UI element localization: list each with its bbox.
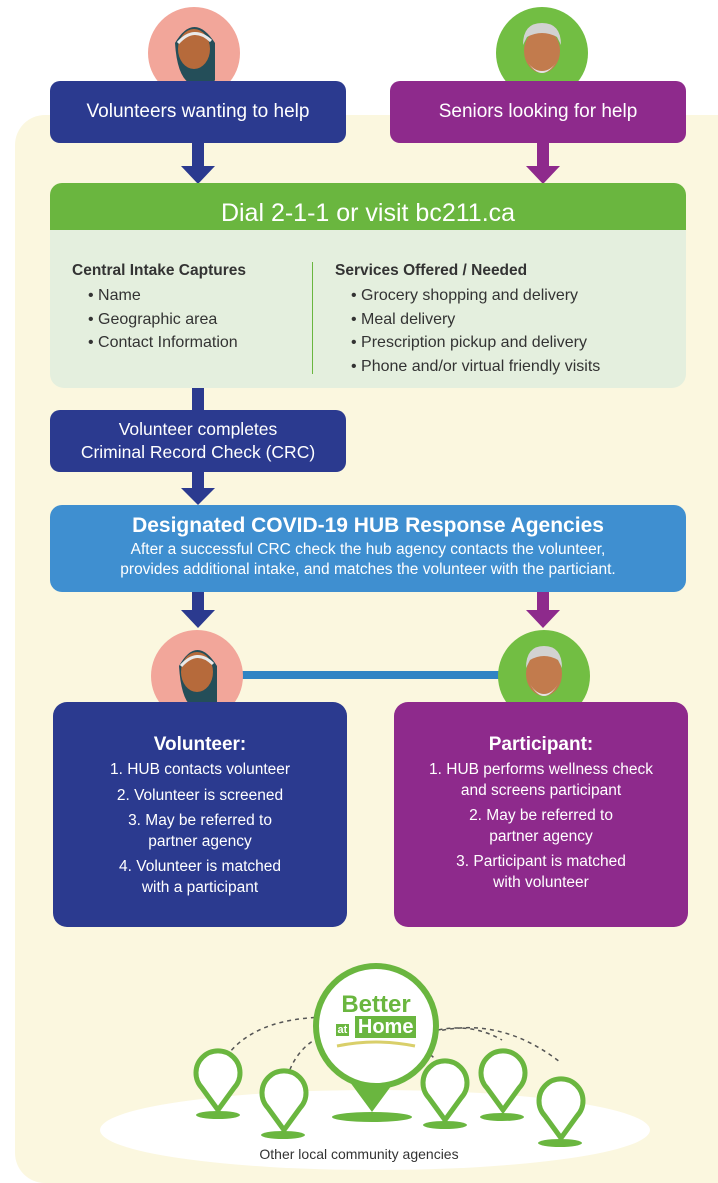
crc-box: Volunteer completes Criminal Record Chec… <box>50 410 346 472</box>
participant-card-title: Participant: <box>488 734 594 755</box>
list-item: Geographic area <box>88 308 312 332</box>
list-item: Grocery shopping and delivery <box>351 284 680 308</box>
volunteer-step: 4. Volunteer is matched <box>119 858 281 875</box>
logo-line-2: at <box>335 1024 350 1036</box>
location-pin-icon <box>420 1058 470 1125</box>
seniors-label: Seniors looking for help <box>438 101 638 122</box>
participant-step: 2. May be referred to <box>469 807 613 824</box>
volunteers-box: Volunteers wanting to help <box>50 81 346 143</box>
logo-line-1: Better <box>341 991 411 1018</box>
logo-line-3: Home <box>354 1016 417 1038</box>
services-column: Services Offered / Needed Grocery shoppi… <box>335 262 680 378</box>
hub-title: Designated COVID-19 HUB Response Agencie… <box>132 514 604 537</box>
volunteer-step: 1. HUB contacts volunteer <box>109 761 291 778</box>
list-item: Name <box>88 284 312 308</box>
volunteers-label: Volunteers wanting to help <box>86 101 310 122</box>
location-pin-icon <box>259 1068 309 1135</box>
list-item: Phone and/or virtual friendly visits <box>351 355 680 379</box>
logo-swoosh-icon <box>336 1040 416 1048</box>
volunteer-step: 3. May be referred to <box>128 812 272 829</box>
senior-avatar-icon <box>498 630 590 724</box>
services-list: Grocery shopping and delivery Meal deliv… <box>335 284 680 378</box>
agencies-caption: Other local community agencies <box>259 1146 459 1162</box>
hub-line-2: provides additional intake, and matches … <box>120 561 616 578</box>
central-intake-title: Central Intake Captures <box>72 262 246 279</box>
list-item: Prescription pickup and delivery <box>351 331 680 355</box>
intake-list: Name Geographic area Contact Information <box>72 284 312 355</box>
volunteer-step: 2. Volunteer is screened <box>116 786 284 804</box>
participant-step: and screens participant <box>460 781 622 799</box>
participant-step: with volunteer <box>493 873 589 891</box>
services-title: Services Offered / Needed <box>335 262 528 279</box>
volunteer-step: partner agency <box>148 832 252 850</box>
participant-step: partner agency <box>489 827 593 845</box>
volunteer-card-title: Volunteer: <box>153 734 247 755</box>
hub-agencies-box: Designated COVID-19 HUB Response Agencie… <box>50 505 686 592</box>
location-pin-icon <box>536 1076 586 1143</box>
location-pin-icon <box>193 1048 243 1115</box>
list-item: Meal delivery <box>351 308 680 332</box>
location-pin-icon <box>478 1048 528 1115</box>
hub-line-1: After a successful CRC check the hub age… <box>130 541 606 558</box>
dial-text: Dial 2-1-1 or visit bc211.ca <box>220 198 516 227</box>
column-divider <box>312 262 313 374</box>
participant-step: 3. Participant is matched <box>456 853 626 870</box>
central-intake-column: Central Intake Captures Name Geographic … <box>72 262 312 355</box>
crc-line-2: Criminal Record Check (CRC) <box>80 442 316 462</box>
list-item: Contact Information <box>88 331 312 355</box>
participant-step: 1. HUB performs wellness check <box>429 761 653 778</box>
seniors-box: Seniors looking for help <box>390 81 686 143</box>
crc-line-1: Volunteer completes <box>118 419 278 439</box>
volunteer-step: with a participant <box>141 878 259 896</box>
better-at-home-logo: Better at Home <box>313 963 439 1089</box>
participant-card: Participant: 1. HUB performs wellness ch… <box>394 702 688 927</box>
volunteer-card: Volunteer: 1. HUB contacts volunteer 2. … <box>53 702 347 927</box>
intake-services-panel: Central Intake Captures Name Geographic … <box>50 230 686 388</box>
